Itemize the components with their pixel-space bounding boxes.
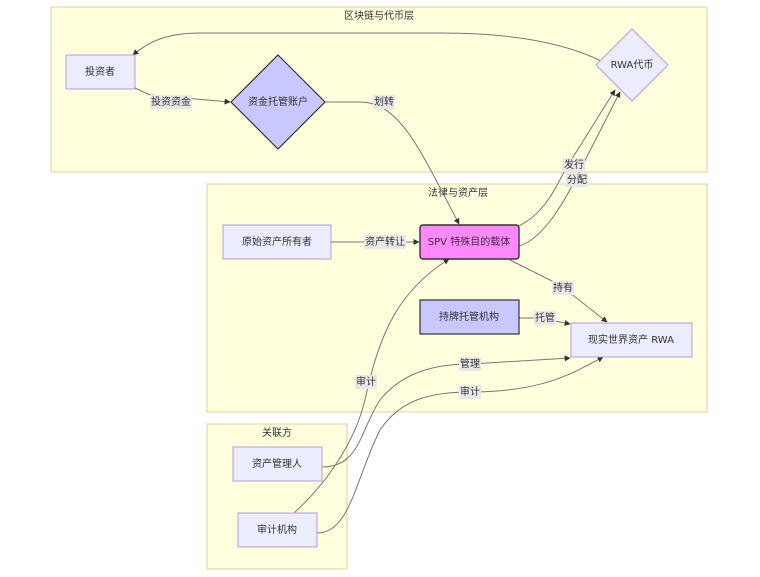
node-asset-manager[interactable]: 资产管理人 xyxy=(232,446,323,482)
svg-text:审计机构: 审计机构 xyxy=(257,523,297,536)
node-escrow-account[interactable]: 资金托管账户 xyxy=(230,54,326,150)
node-custodian[interactable]: 持牌托管机构 xyxy=(419,299,520,335)
cluster-legal: 法律与资产层 xyxy=(206,183,708,413)
edge-auditor-spv xyxy=(293,258,450,514)
edge-label-spv-token-dist: 分配 xyxy=(566,173,588,187)
edge-label-spv-asset: 持有 xyxy=(552,281,574,295)
svg-text:发行: 发行 xyxy=(564,158,584,171)
edge-label-spv-token-issue: 发行 xyxy=(563,158,585,172)
svg-text:资金托管账户: 资金托管账户 xyxy=(248,95,308,108)
svg-text:管理: 管理 xyxy=(460,357,480,370)
edge-escrow-spv xyxy=(325,101,460,225)
svg-text:持有: 持有 xyxy=(553,281,573,294)
svg-text:划转: 划转 xyxy=(374,95,394,108)
svg-text:托管: 托管 xyxy=(535,311,555,324)
node-spv[interactable]: SPV 特殊目的载体 xyxy=(419,224,520,260)
edge-label-escrow-spv: 划转 xyxy=(373,95,395,109)
cluster-blockchain-title: 区块链与代币层 xyxy=(344,9,414,22)
edge-token-to-investor xyxy=(132,32,604,63)
edge-label-auditor-spv: 审计 xyxy=(355,375,377,389)
svg-text:分配: 分配 xyxy=(567,174,587,186)
svg-text:投资资金: 投资资金 xyxy=(151,95,191,108)
node-auditor[interactable]: 审计机构 xyxy=(237,512,318,548)
cluster-legal-title: 法律与资产层 xyxy=(428,186,488,199)
edge-label-manager-asset: 管理 xyxy=(459,357,481,371)
node-rwa-token[interactable]: RWA代币 xyxy=(595,28,669,102)
svg-text:原始资产所有者: 原始资产所有者 xyxy=(242,235,312,248)
svg-text:审计: 审计 xyxy=(460,385,480,398)
svg-text:SPV 特殊目的载体: SPV 特殊目的载体 xyxy=(428,235,510,248)
svg-text:资产转让: 资产转让 xyxy=(365,235,405,248)
cluster-related-title: 关联方 xyxy=(262,426,292,439)
svg-text:资产管理人: 资产管理人 xyxy=(252,457,302,470)
svg-text:RWA代币: RWA代币 xyxy=(611,59,654,71)
node-investor[interactable]: 投资者 xyxy=(65,54,136,90)
node-original-owner[interactable]: 原始资产所有者 xyxy=(222,224,332,260)
svg-text:投资者: 投资者 xyxy=(85,65,115,78)
node-real-world-asset[interactable]: 现实世界资产 RWA xyxy=(570,322,693,358)
cluster-blockchain: 区块链与代币层 xyxy=(50,6,708,173)
svg-text:持牌托管机构: 持牌托管机构 xyxy=(439,310,499,323)
edge-label-owner-spv: 资产转让 xyxy=(364,235,406,249)
edge-label-auditor-asset: 审计 xyxy=(459,385,481,399)
edge-manager-asset xyxy=(321,355,571,468)
svg-text:现实世界资产 RWA: 现实世界资产 RWA xyxy=(588,333,674,346)
edge-auditor-asset xyxy=(316,356,604,534)
svg-text:审计: 审计 xyxy=(356,375,376,388)
edge-label-investor-escrow: 投资资金 xyxy=(150,95,192,109)
edge-label-custodian-asset: 托管 xyxy=(534,311,556,325)
